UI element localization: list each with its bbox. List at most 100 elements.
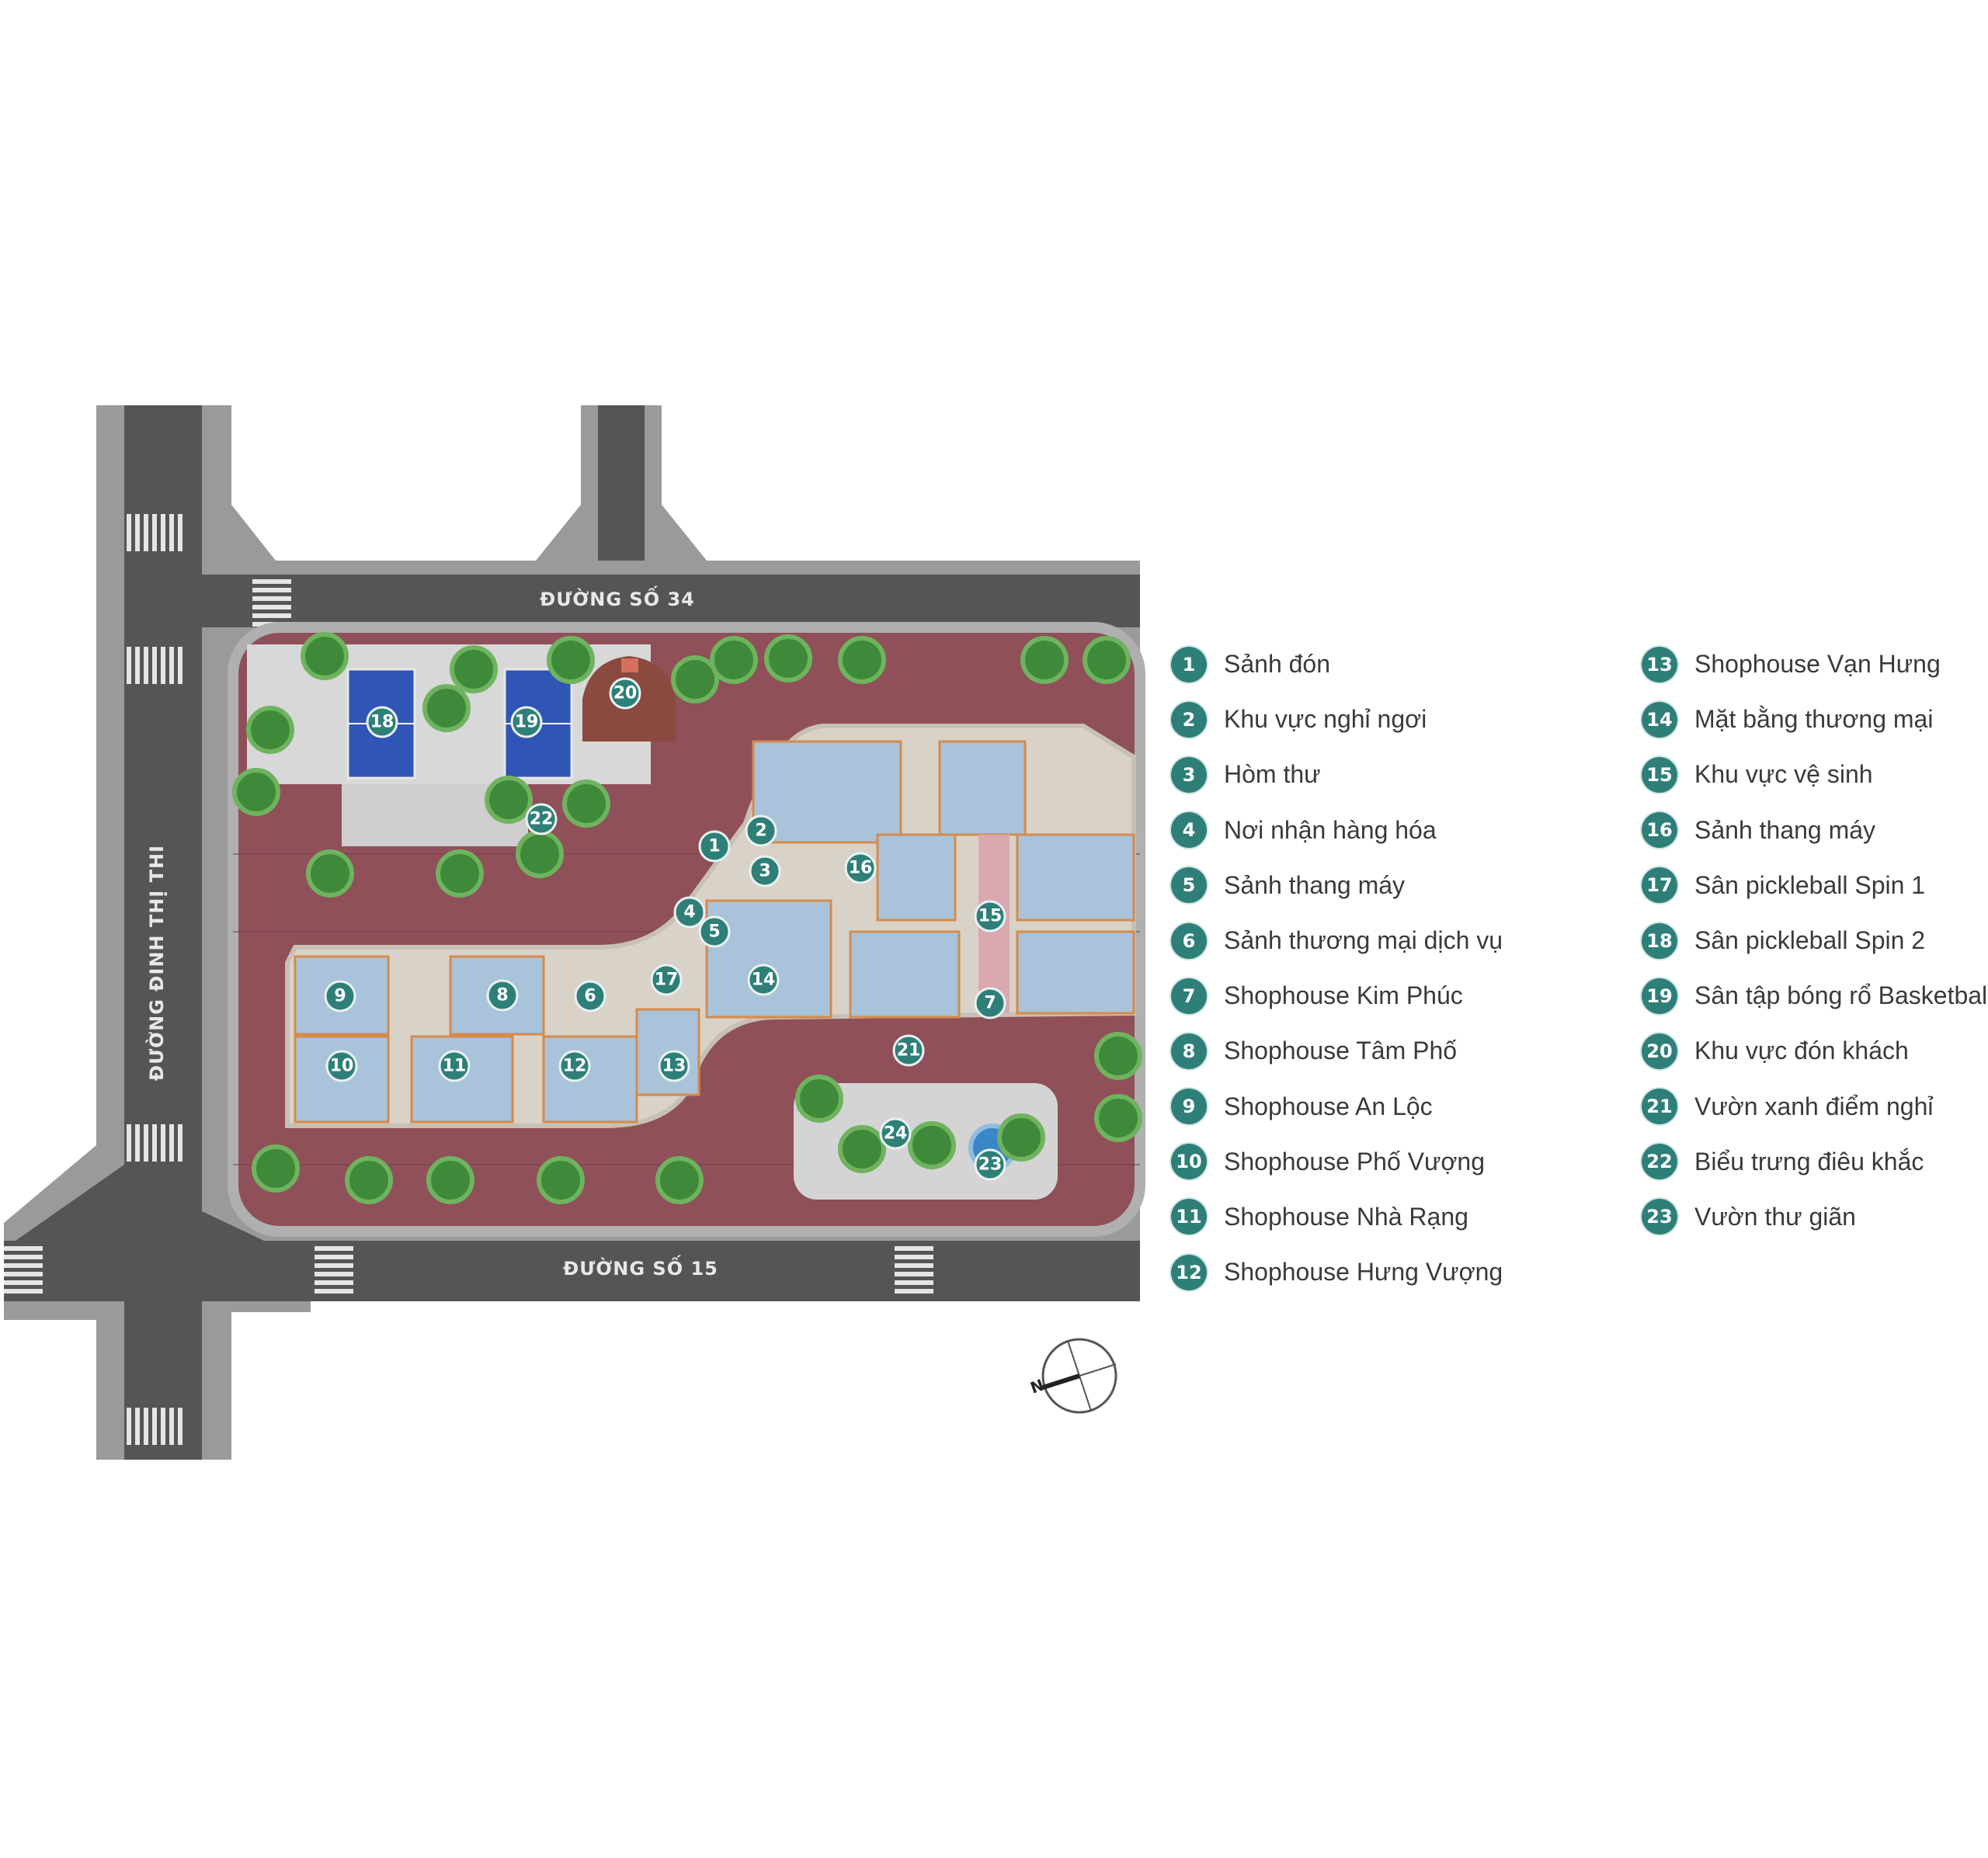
legend-label: Sảnh thang máy bbox=[1694, 815, 1876, 844]
tree-icon bbox=[562, 780, 610, 828]
tree-icon bbox=[1083, 636, 1131, 684]
tree-icon bbox=[710, 636, 758, 684]
legend-number-badge: 2 bbox=[1171, 701, 1207, 738]
map-marker: 24 bbox=[879, 1117, 912, 1150]
road-label-left: ĐƯỜNG ĐINH THỊ THI bbox=[144, 845, 168, 1081]
tree-icon bbox=[838, 636, 886, 684]
map-marker-number: 19 bbox=[515, 713, 539, 732]
legend-item: 23 Vườn thư giãn bbox=[1642, 1189, 1988, 1245]
legend-label: Sảnh thang máy bbox=[1224, 870, 1406, 899]
trees bbox=[232, 632, 1142, 1204]
legend-label: Shophouse Nhà Rạng bbox=[1224, 1202, 1468, 1231]
legend-number-badge: 9 bbox=[1171, 1089, 1207, 1125]
legend-number-badge: 21 bbox=[1642, 1089, 1677, 1125]
map-marker-number: 3 bbox=[759, 862, 770, 881]
legend-label: Sân pickleball Spin 2 bbox=[1694, 926, 1926, 955]
tree-icon bbox=[655, 1156, 704, 1204]
tree-icon bbox=[1094, 1032, 1142, 1080]
legend-label: Khu vực nghỉ ngơi bbox=[1224, 705, 1427, 734]
map-marker: 8 bbox=[486, 979, 519, 1012]
compass-north-label: N bbox=[1028, 1375, 1047, 1397]
tree-icon bbox=[301, 632, 349, 680]
legend-label: Khu vực vệ sinh bbox=[1694, 760, 1873, 789]
legend-item: 19 Sân tập bóng rổ Basketball bbox=[1642, 968, 1988, 1023]
map-marker: 14 bbox=[747, 964, 780, 996]
legend-label: Biểu trưng điêu khắc bbox=[1694, 1147, 1924, 1176]
map-marker-number: 13 bbox=[662, 1057, 686, 1076]
legend-number-badge: 20 bbox=[1642, 1033, 1677, 1069]
map-marker-number: 18 bbox=[370, 713, 394, 732]
legend-label: Hòm thư bbox=[1224, 760, 1321, 789]
map-marker: 1 bbox=[698, 830, 731, 863]
legend-label: Sân pickleball Spin 1 bbox=[1694, 870, 1926, 899]
tree-icon bbox=[908, 1121, 956, 1169]
map-marker-number: 5 bbox=[708, 922, 720, 942]
tree-icon bbox=[426, 1156, 474, 1204]
legend-label: Shophouse An Lộc bbox=[1224, 1092, 1433, 1120]
tree-icon bbox=[485, 776, 533, 824]
map-marker: 13 bbox=[658, 1050, 690, 1082]
legend-label: Vườn thư giãn bbox=[1694, 1202, 1856, 1231]
tree-icon bbox=[1094, 1094, 1142, 1142]
site-plan-map: ĐƯỜNG SỐ 34 ĐƯỜNG SỐ 15 ĐƯỜNG ĐINH THỊ T… bbox=[4, 405, 1145, 1460]
legend-number-badge: 1 bbox=[1171, 646, 1207, 682]
legend-number-badge: 18 bbox=[1642, 922, 1677, 959]
map-marker: 11 bbox=[438, 1050, 471, 1082]
map-marker-number: 16 bbox=[849, 859, 873, 878]
tree-icon bbox=[547, 636, 595, 684]
map-marker: 12 bbox=[558, 1050, 591, 1082]
map-marker: 22 bbox=[525, 803, 558, 835]
tree-icon bbox=[450, 645, 498, 693]
map-marker: 18 bbox=[366, 706, 398, 738]
tree-icon bbox=[422, 684, 471, 732]
legend-item: 9 Shophouse An Lộc bbox=[1171, 1079, 1503, 1134]
legend-item: 4 Nơi nhận hàng hóa bbox=[1171, 803, 1503, 858]
legend-item: 21 Vườn xanh điểm nghỉ bbox=[1642, 1079, 1988, 1134]
legend-number-badge: 19 bbox=[1642, 978, 1677, 1014]
map-marker: 15 bbox=[974, 900, 1006, 932]
legend-number-badge: 4 bbox=[1171, 812, 1207, 849]
tree-icon bbox=[306, 849, 354, 898]
map-marker: 20 bbox=[609, 677, 641, 710]
legend-number-badge: 14 bbox=[1642, 701, 1677, 738]
map-marker-number: 4 bbox=[683, 903, 695, 922]
legend-number-badge: 7 bbox=[1171, 978, 1207, 1014]
tree-icon bbox=[997, 1113, 1045, 1162]
legend-number-badge: 23 bbox=[1642, 1199, 1677, 1235]
map-marker: 6 bbox=[574, 980, 606, 1012]
legend-number-badge: 5 bbox=[1171, 867, 1207, 904]
legend-number-badge: 8 bbox=[1171, 1033, 1207, 1069]
legend-number-badge: 16 bbox=[1642, 812, 1677, 849]
map-marker-number: 1 bbox=[708, 837, 720, 856]
crosswalks bbox=[4, 514, 933, 1445]
map-marker: 7 bbox=[974, 987, 1006, 1019]
map-marker-number: 23 bbox=[978, 1155, 1003, 1175]
map-marker-number: 21 bbox=[897, 1041, 921, 1061]
legend-label: Shophouse Hưng Vượng bbox=[1224, 1258, 1503, 1287]
legend-number-badge: 3 bbox=[1171, 756, 1207, 793]
legend-label: Vườn xanh điểm nghỉ bbox=[1694, 1092, 1934, 1120]
road-label-bottom: ĐƯỜNG SỐ 15 bbox=[563, 1254, 718, 1280]
map-marker-number: 15 bbox=[978, 907, 1003, 926]
legend-number-badge: 22 bbox=[1642, 1144, 1677, 1180]
legend-label: Nơi nhận hàng hóa bbox=[1224, 815, 1437, 844]
map-marker: 21 bbox=[892, 1034, 925, 1067]
legend-label: Shophouse Vạn Hưng bbox=[1694, 650, 1941, 679]
map-marker: 3 bbox=[749, 855, 781, 887]
legend-item: 3 Hòm thư bbox=[1171, 747, 1503, 802]
map-marker-number: 17 bbox=[655, 971, 679, 990]
tree-icon bbox=[1020, 636, 1069, 684]
compass: N bbox=[1028, 1338, 1117, 1414]
legend-label: Sân tập bóng rổ Basketball bbox=[1694, 981, 1988, 1010]
legend-number-badge: 6 bbox=[1171, 922, 1207, 959]
